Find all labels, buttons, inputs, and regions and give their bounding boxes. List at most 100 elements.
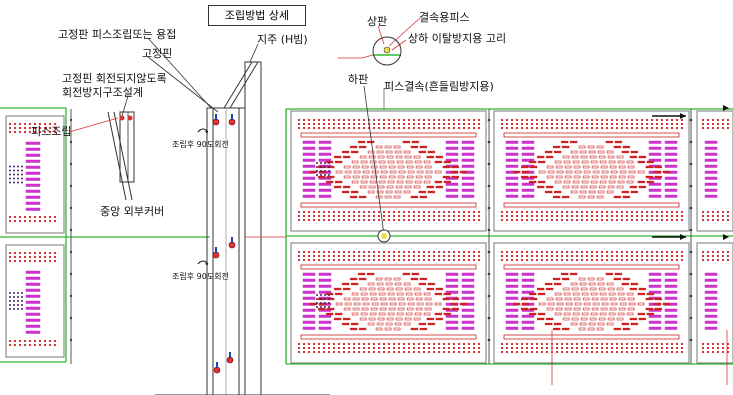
perforation-dot xyxy=(625,214,629,218)
red-slot xyxy=(419,277,428,281)
perforation-dot xyxy=(635,210,639,214)
perforation-dot xyxy=(560,250,564,254)
perforation-dot xyxy=(427,346,431,350)
red-slot xyxy=(394,282,402,286)
perforation-dot xyxy=(650,122,654,126)
perforation-dot xyxy=(322,254,326,258)
dark-dot xyxy=(316,298,318,300)
red-slot xyxy=(622,277,631,281)
red-slot xyxy=(545,287,554,291)
perforation-dot xyxy=(660,342,664,346)
perforation-dot xyxy=(500,218,504,222)
red-slot xyxy=(451,175,460,179)
perforation-dot xyxy=(302,218,306,222)
red-slot xyxy=(572,160,580,164)
perforation-dot xyxy=(402,214,406,218)
perforation-dot xyxy=(570,350,574,354)
perforation-dot xyxy=(347,122,351,126)
red-slot xyxy=(629,155,638,159)
perforation-dot xyxy=(555,254,559,258)
magenta-slot xyxy=(648,290,662,294)
perforation-dot xyxy=(540,218,544,222)
magenta-slot xyxy=(25,183,41,187)
perforation-dot xyxy=(575,254,579,258)
red-slot xyxy=(597,322,605,326)
perforation-dot xyxy=(535,250,539,254)
magenta-slot xyxy=(505,152,519,156)
perforation-dot xyxy=(565,350,569,354)
perforation-dot xyxy=(467,346,471,350)
perforation-dot xyxy=(412,118,416,122)
red-slot xyxy=(609,175,617,179)
perforation-dot xyxy=(462,342,466,346)
magenta-slot xyxy=(704,314,718,318)
perforation-dot xyxy=(600,218,604,222)
red-slot xyxy=(556,170,564,174)
red-slot xyxy=(376,150,384,154)
red-slot xyxy=(358,327,367,331)
perforation-dot xyxy=(392,250,396,254)
perforation-dot xyxy=(620,258,624,262)
perforation-dot xyxy=(422,250,426,254)
red-slot xyxy=(450,170,459,174)
perforation-dot xyxy=(520,210,524,214)
red-slot xyxy=(617,292,625,296)
perforation-dot xyxy=(535,346,539,350)
perforation-dot xyxy=(467,350,471,354)
red-slot xyxy=(606,190,614,194)
perforation-dot xyxy=(302,126,306,130)
perforation-dot xyxy=(680,342,684,346)
red-slot xyxy=(425,170,433,174)
perforation-dot xyxy=(442,122,446,126)
perforation-dot xyxy=(600,350,604,354)
perforation-dot xyxy=(660,126,664,130)
red-slot xyxy=(423,292,431,296)
perforation-dot xyxy=(570,122,574,126)
magenta-slot xyxy=(505,272,519,276)
perforation-dot xyxy=(307,210,311,214)
perforation-dot xyxy=(472,218,476,222)
perforation-dot xyxy=(505,122,509,126)
red-slot xyxy=(361,297,369,301)
magenta-slot xyxy=(25,207,41,211)
red-slot xyxy=(416,170,424,174)
red-slot xyxy=(589,317,597,321)
magenta-slot xyxy=(648,278,662,282)
perforation-dot xyxy=(630,122,634,126)
perforation-dot xyxy=(625,122,629,126)
red-slot xyxy=(569,140,578,144)
perforation-dot xyxy=(18,215,22,219)
perforation-dot xyxy=(515,258,519,262)
red-slot xyxy=(537,312,546,316)
red-slot xyxy=(529,307,538,311)
perforation-dot xyxy=(570,254,574,258)
red-slot xyxy=(628,302,636,306)
perforation-dot xyxy=(327,118,331,122)
red-slot xyxy=(385,282,393,286)
perforation-dot xyxy=(397,126,401,130)
magenta-slot xyxy=(664,146,678,150)
perforation-dot xyxy=(472,122,476,126)
perforation-dot xyxy=(362,250,366,254)
perforation-dot xyxy=(352,350,356,354)
perforation-dot xyxy=(530,350,534,354)
red-slot xyxy=(411,272,420,276)
perforation-dot xyxy=(312,122,316,126)
red-slot xyxy=(369,312,377,316)
label-rotate-top: 조립후 90도회전 xyxy=(172,140,229,149)
perforation-dot xyxy=(43,255,47,259)
perforation-dot xyxy=(545,346,549,350)
dark-dot xyxy=(328,306,330,308)
perforation-dot xyxy=(585,254,589,258)
dark-dot xyxy=(13,169,15,172)
perforation-dot xyxy=(575,346,579,350)
red-slot xyxy=(360,180,368,184)
perforation-dot xyxy=(452,250,456,254)
perforation-dot xyxy=(48,259,52,263)
perforation-dot xyxy=(317,342,321,346)
red-slot xyxy=(386,155,394,159)
red-slot xyxy=(407,302,415,306)
red-slot xyxy=(580,155,588,159)
red-slot xyxy=(622,145,631,149)
perforation-dot xyxy=(726,250,730,254)
